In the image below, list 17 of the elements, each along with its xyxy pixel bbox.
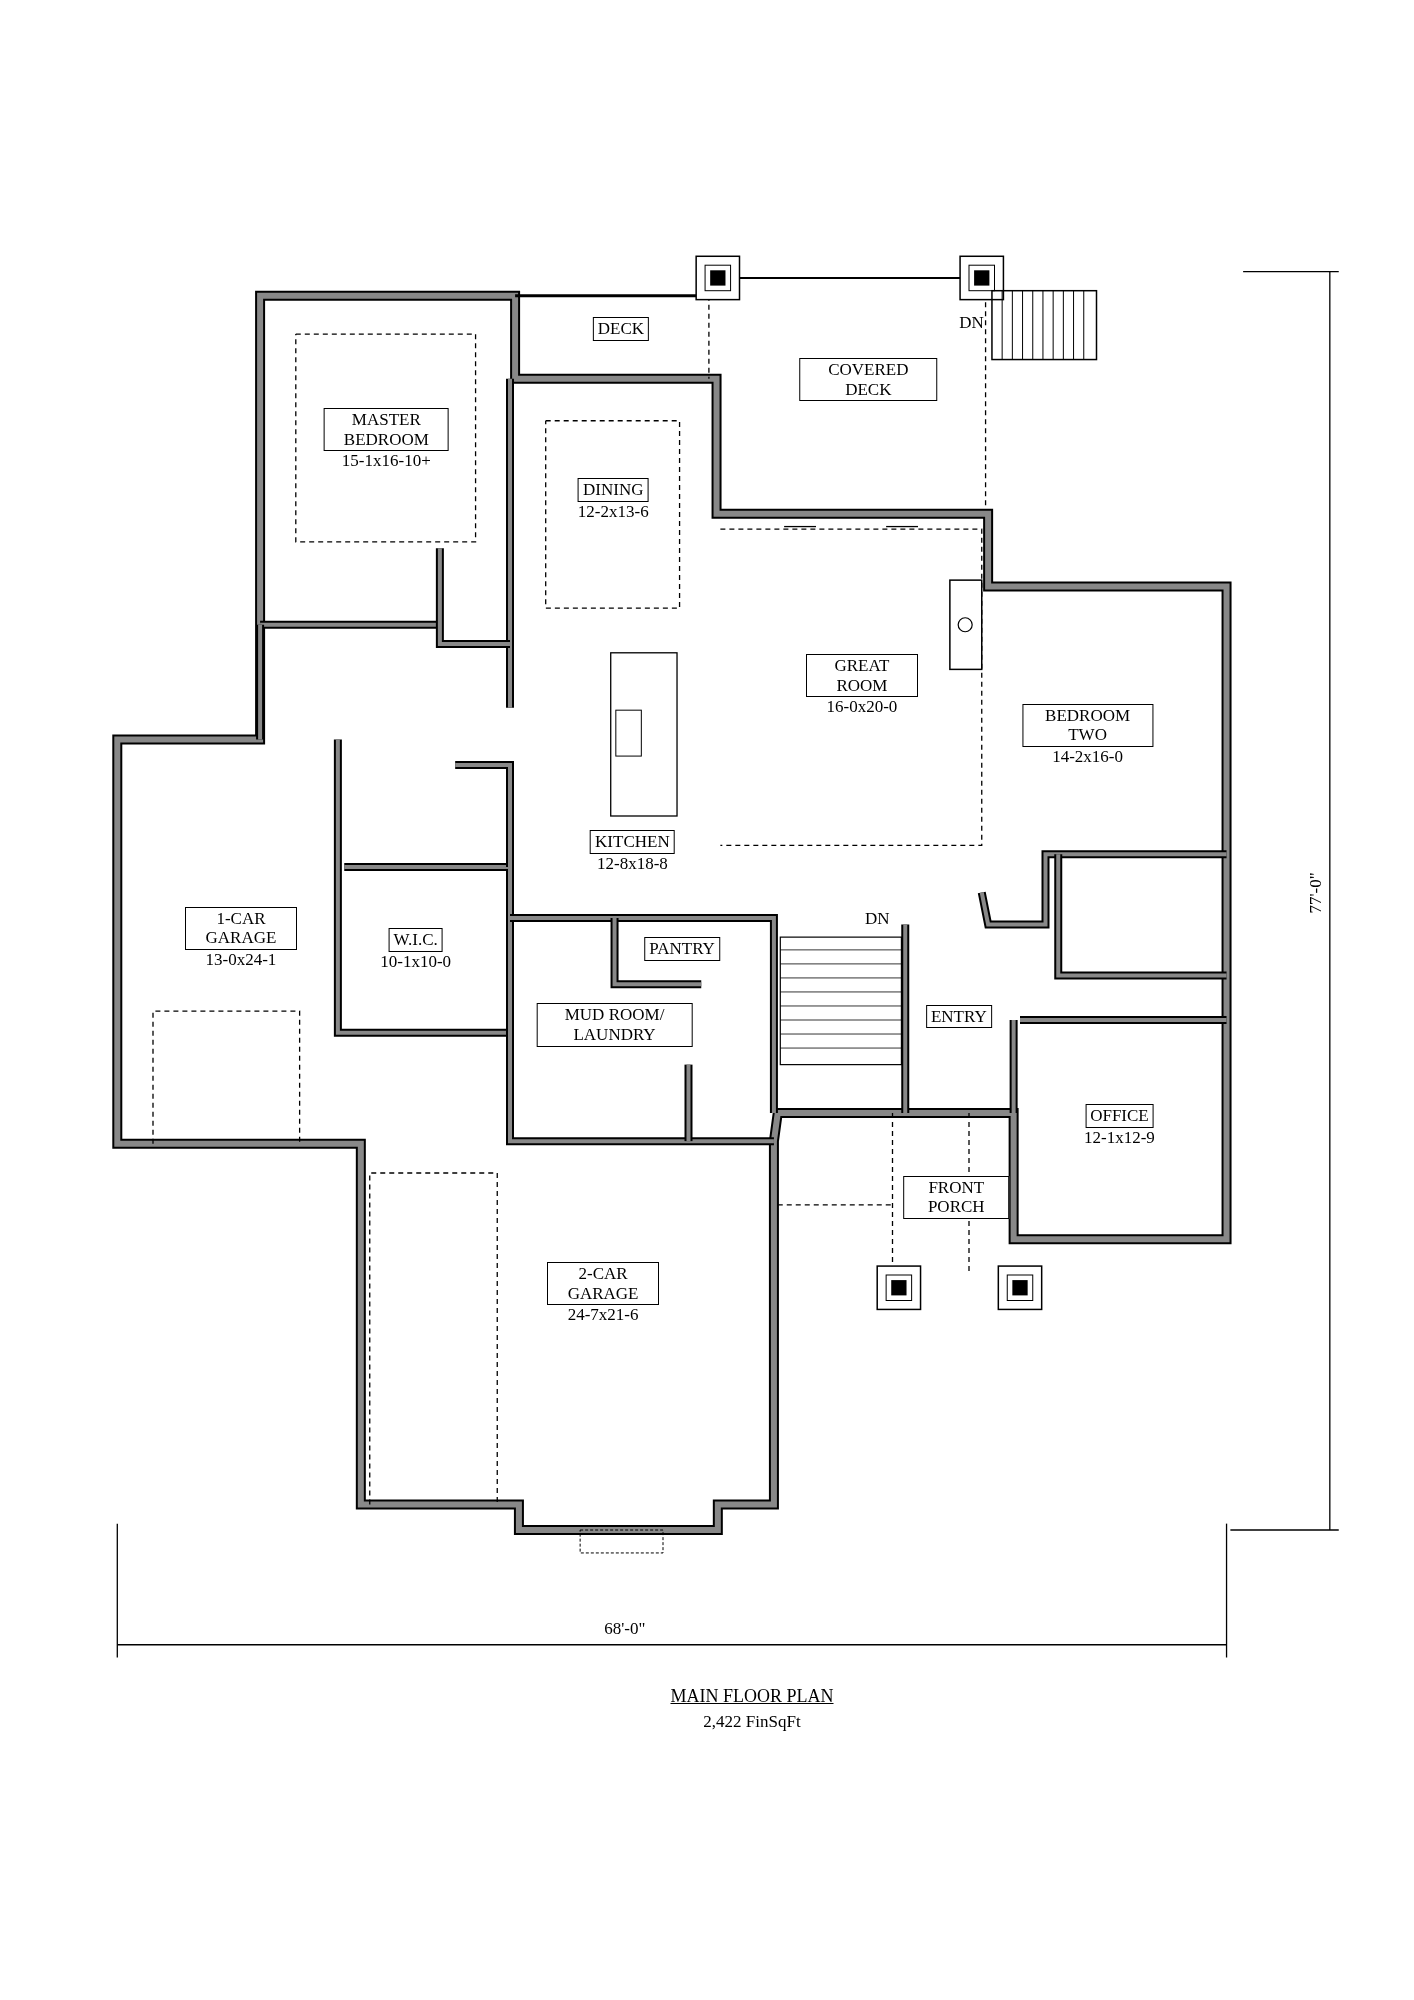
room-label: FRONT PORCH xyxy=(903,1175,1010,1219)
room-label: W.I.C. xyxy=(388,928,443,952)
room-label: BEDROOM TWO xyxy=(1022,703,1154,747)
room-label: OFFICE xyxy=(1085,1104,1154,1128)
room-label: COVERED DECK xyxy=(799,358,937,402)
room-label: GREAT ROOM xyxy=(805,654,918,698)
room-label: ENTRY xyxy=(925,1004,992,1029)
room-label: 2-CAR GARAGE xyxy=(547,1262,660,1306)
room-label: MUD ROOM/ LAUNDRY xyxy=(536,1003,693,1047)
room-label: 1-CAR GARAGE xyxy=(184,906,297,950)
room-label: DECK xyxy=(592,317,650,341)
room-label: DINING xyxy=(578,478,649,502)
room-label: MASTER BEDROOM xyxy=(323,408,449,452)
room-label: KITCHEN xyxy=(590,830,675,854)
room-label: PANTRY xyxy=(644,937,720,961)
plan-title: MAIN FLOOR PLAN xyxy=(670,1686,834,1707)
area-caption: 2,422 FinSqFt xyxy=(703,1712,801,1732)
